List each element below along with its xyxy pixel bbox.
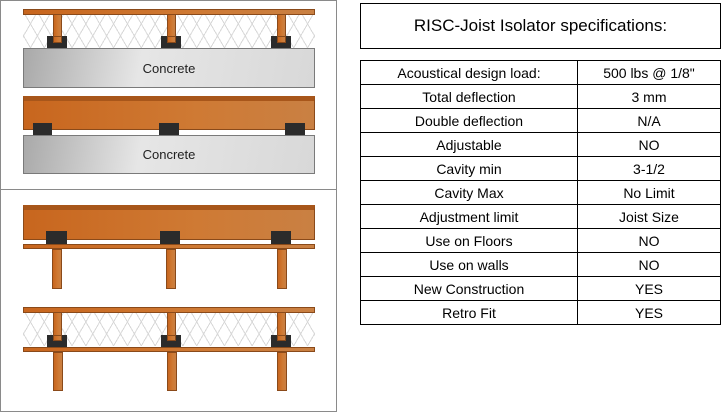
spec-value: No Limit <box>577 180 721 205</box>
joist-end <box>53 36 62 43</box>
spec-value: NO <box>577 228 721 253</box>
spec-label: Use on walls <box>360 252 578 277</box>
joist <box>277 249 287 289</box>
joist <box>166 249 176 289</box>
spec-label: Use on Floors <box>360 228 578 253</box>
joist-end <box>53 335 62 341</box>
isolator-clip <box>160 231 180 244</box>
spec-value: 3-1/2 <box>577 156 721 181</box>
joist-end <box>167 335 176 341</box>
ceiling-plank <box>23 347 315 352</box>
spec-value: 3 mm <box>577 84 721 109</box>
spec-value: YES <box>577 276 721 301</box>
joist-end <box>277 335 286 341</box>
spec-label: Acoustical design load: <box>360 60 578 85</box>
diagram-top-panel: Concrete Concrete <box>0 0 337 190</box>
concrete-slab: Concrete <box>23 48 315 88</box>
isolator-clip <box>159 123 179 135</box>
spec-label: Adjustable <box>360 132 578 157</box>
spec-label: Adjustment limit <box>360 204 578 229</box>
isolator-clip <box>46 231 67 244</box>
spec-value: NO <box>577 132 721 157</box>
isolator-clip <box>285 123 305 135</box>
joist <box>52 249 62 289</box>
diagram-bottom-panel <box>0 189 337 412</box>
isolator-clip <box>33 123 52 135</box>
joist <box>53 352 63 391</box>
spec-value: 500 lbs @ 1/8" <box>577 60 721 85</box>
spec-label: Total deflection <box>360 84 578 109</box>
spec-label: Cavity min <box>360 156 578 181</box>
spec-value: YES <box>577 300 721 325</box>
concrete-slab: Concrete <box>23 135 315 174</box>
spec-label: Double deflection <box>360 108 578 133</box>
joist-end <box>167 36 176 43</box>
isolator-clip <box>271 231 291 244</box>
joist <box>167 352 177 391</box>
spec-label: New Construction <box>360 276 578 301</box>
joist-end <box>277 36 286 43</box>
table-row: Acoustical design load:500 lbs @ 1/8" <box>360 60 721 85</box>
specs-table: Acoustical design load:500 lbs @ 1/8"Tot… <box>360 60 721 325</box>
ceiling-plank <box>23 244 315 249</box>
joist <box>277 352 287 391</box>
spec-value: N/A <box>577 108 721 133</box>
spec-label: Cavity Max <box>360 180 578 205</box>
isolator-clip <box>271 335 291 347</box>
specs-title: RISC-Joist Isolator specifications: <box>360 3 721 49</box>
spec-label: Retro Fit <box>360 300 578 325</box>
isolator-clip <box>161 335 181 347</box>
spec-value: Joist Size <box>577 204 721 229</box>
spec-value: NO <box>577 252 721 277</box>
isolator-clip <box>47 335 67 347</box>
